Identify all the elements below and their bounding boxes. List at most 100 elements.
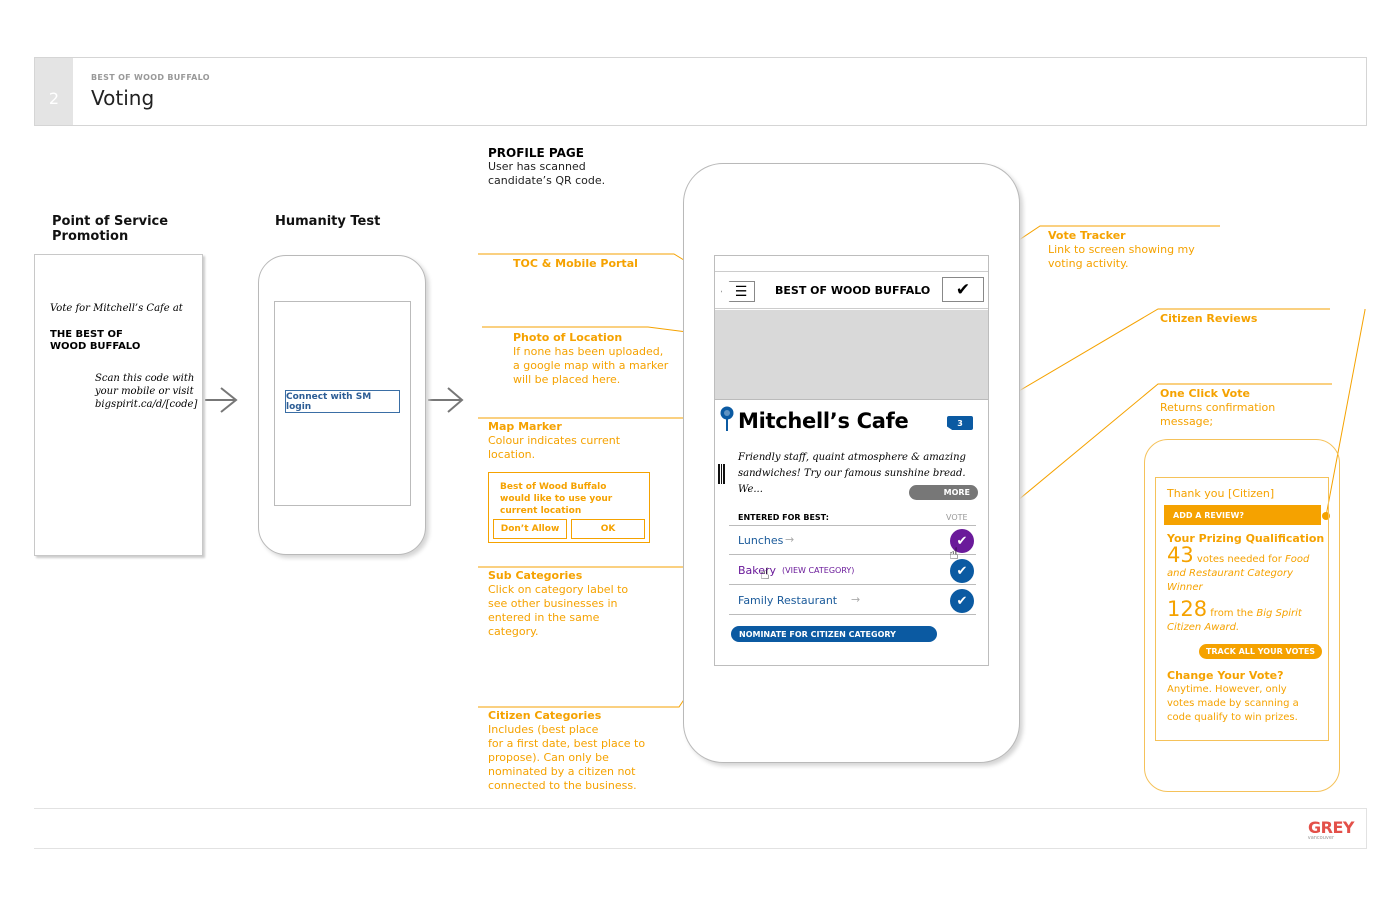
change-vote-l2: votes made by scanning a <box>1167 698 1299 709</box>
annotation-marker: Map Marker Colour indicates current loca… <box>488 420 620 462</box>
votes-needed-em3: Winner <box>1167 582 1203 593</box>
poster-scan-l1: Scan this code with <box>95 373 195 384</box>
annotation-citizen-l5: connected to the business. <box>488 779 637 792</box>
location-dialog-text: Best of Wood Buffalo would like to use y… <box>500 481 612 517</box>
poster-scan-text: Scan this code with your mobile or visit… <box>95 372 197 411</box>
dont-allow-button[interactable]: Don’t Allow <box>493 519 567 539</box>
review-count-badge[interactable]: 3 <box>947 416 973 430</box>
category-row[interactable]: Lunches → ✔ <box>729 526 976 555</box>
cafe-desc-l2: sandwiches! Try our famous sunshine brea… <box>738 468 966 495</box>
annotation-sub-l2: see other businesses in <box>488 597 618 610</box>
entered-for-best-label: ENTERED FOR BEST: <box>738 513 829 522</box>
category-row[interactable]: Bakery (VIEW CATEGORY) ✔ <box>729 556 976 585</box>
app-bar: ☰ BEST OF WOOD BUFFALO ✔ <box>715 271 988 309</box>
app-screen: ☰ BEST OF WOOD BUFFALO ✔ Mitchell’s Cafe… <box>714 255 989 666</box>
votes-needed-block: 43 votes needed for Food and Restaurant … <box>1167 545 1327 595</box>
location-dialog-l3: current location <box>500 506 582 516</box>
annotation-toc: TOC & Mobile Portal <box>513 257 638 270</box>
vote-check-icon[interactable]: ✔ <box>950 529 974 553</box>
annotation-sub-l3: entered in the same <box>488 611 600 624</box>
annotation-subcategories: Sub Categories Click on category label t… <box>488 569 628 639</box>
annotation-tracker-title: Vote Tracker <box>1048 229 1126 242</box>
citizen-award-em2: Citizen Award. <box>1167 622 1240 633</box>
annotation-tracker-l1: Link to screen showing my <box>1048 243 1195 256</box>
ok-button[interactable]: OK <box>571 519 645 539</box>
citizen-award-block: 128 from the Big Spirit Citizen Award. <box>1167 599 1327 635</box>
annotation-citizen-l1: Includes (best place <box>488 723 599 736</box>
more-button[interactable]: MORE <box>909 485 978 500</box>
location-dialog-l1: Best of Wood Buffalo <box>500 482 607 492</box>
vote-column-label: VOTE <box>946 513 968 522</box>
hand-cursor-icon: ☝ <box>760 564 770 583</box>
category-row[interactable]: Family Restaurant → ✔ <box>729 586 976 615</box>
cafe-description: Friendly staff, quaint atmosphere & amaz… <box>738 450 988 498</box>
category-arrow-icon: → <box>785 533 795 546</box>
profile-sub-l1: User has scanned <box>488 160 586 173</box>
annotation-photo: Photo of Location If none has been uploa… <box>513 331 668 387</box>
annotation-sub-l1: Click on category label to <box>488 583 629 596</box>
votes-needed-em2: and Restaurant Category <box>1167 568 1294 579</box>
category-divider <box>729 525 976 526</box>
grey-logo: GREY <box>1308 818 1354 837</box>
citizen-award-em1: Big Spirit <box>1256 608 1302 619</box>
change-vote-block: Change Your Vote? Anytime. However, only… <box>1167 669 1299 725</box>
profile-heading-title: PROFILE PAGE <box>488 146 584 160</box>
poster-vote-for: Vote for Mitchell’s Cafe at <box>50 303 183 314</box>
page-number: 2 <box>35 58 73 125</box>
category-label[interactable]: Family Restaurant <box>738 594 838 607</box>
add-review-button[interactable]: ADD A REVIEW? <box>1164 505 1321 525</box>
annotation-tracker: Vote Tracker Link to screen showing my v… <box>1048 229 1195 271</box>
change-vote-l1: Anytime. However, only <box>1167 684 1287 695</box>
thanks-text: Thank you [Citizen] <box>1167 487 1275 500</box>
vote-check-icon[interactable]: ✔ <box>950 589 974 613</box>
annotation-photo-l3: will be placed here. <box>513 373 621 386</box>
hand-cursor-icon: ☝ <box>949 544 959 563</box>
track-all-votes-button[interactable]: TRACK ALL YOUR VOTES <box>1199 644 1322 659</box>
promo-poster: Vote for Mitchell’s Cafe at THE BEST OF … <box>34 254 203 556</box>
votes-needed-text: votes needed for <box>1196 554 1282 565</box>
annotation-oneclick: One Click Vote Returns confirmation mess… <box>1160 387 1275 429</box>
poster-scan-l2: your mobile or visit <box>95 386 194 397</box>
pos-heading: Point of Service Promotion <box>52 214 169 244</box>
category-arrow-icon: → <box>851 593 861 606</box>
annotation-photo-l2: a google map with a marker <box>513 359 669 372</box>
humanity-heading: Humanity Test <box>275 214 381 229</box>
humanity-screen: Connect with SM login <box>274 301 411 506</box>
page-footer: GREY vancouver <box>34 808 1367 849</box>
category-label[interactable]: Bakery <box>738 564 777 577</box>
annotation-marker-title: Map Marker <box>488 420 562 433</box>
map-marker-icon <box>719 406 735 432</box>
annotation-sub-l4: category. <box>488 625 539 638</box>
location-dialog-l2: would like to use your <box>500 494 613 504</box>
annotation-marker-l1: Colour indicates current <box>488 434 621 447</box>
menu-icon[interactable]: ☰ <box>721 281 755 302</box>
confirm-phone <box>1144 439 1340 792</box>
page-header: 2 BEST OF WOOD BUFFALO Voting <box>34 57 1367 126</box>
nominate-citizen-category-button[interactable]: NOMINATE FOR CITIZEN CATEGORY <box>731 626 937 642</box>
location-dialog: Best of Wood Buffalo would like to use y… <box>488 472 650 543</box>
vote-tracker-check-icon[interactable]: ✔ <box>942 277 984 302</box>
poster-best-line2: WOOD BUFFALO <box>50 341 141 352</box>
cafe-desc-l1: Friendly staff, quaint atmosphere & amaz… <box>738 452 966 463</box>
grey-logo-sub: vancouver <box>1307 835 1334 841</box>
barcode-icon <box>718 464 726 484</box>
category-label[interactable]: Lunches <box>738 534 784 547</box>
votes-needed-em1: Food <box>1285 554 1310 565</box>
page-kicker: BEST OF WOOD BUFFALO <box>91 73 210 82</box>
poster-best-of: THE BEST OF WOOD BUFFALO <box>50 329 140 353</box>
connect-sm-login-button[interactable]: Connect with SM login <box>285 390 400 413</box>
annotation-citizen: Citizen Categories Includes (best place … <box>488 709 645 793</box>
annotation-oneclick-l2: message; <box>1160 415 1214 428</box>
annotation-oneclick-l1: Returns confirmation <box>1160 401 1276 414</box>
change-vote-title: Change Your Vote? <box>1167 669 1284 682</box>
annotation-photo-l1: If none has been uploaded, <box>513 345 664 358</box>
poster-scan-l3: bigspirit.ca/d/[code] <box>95 399 198 410</box>
annotation-photo-title: Photo of Location <box>513 331 623 344</box>
view-category-link[interactable]: (VIEW CATEGORY) <box>782 566 855 575</box>
cafe-name: Mitchell’s Cafe <box>738 409 909 433</box>
votes-needed-number: 43 <box>1167 543 1194 567</box>
location-photo <box>715 310 988 400</box>
confirm-screen: Thank you [Citizen] ADD A REVIEW? Your P… <box>1155 477 1329 741</box>
annotation-citizen-l2: for a first date, best place to <box>488 737 646 750</box>
vote-check-icon[interactable]: ✔ <box>950 559 974 583</box>
